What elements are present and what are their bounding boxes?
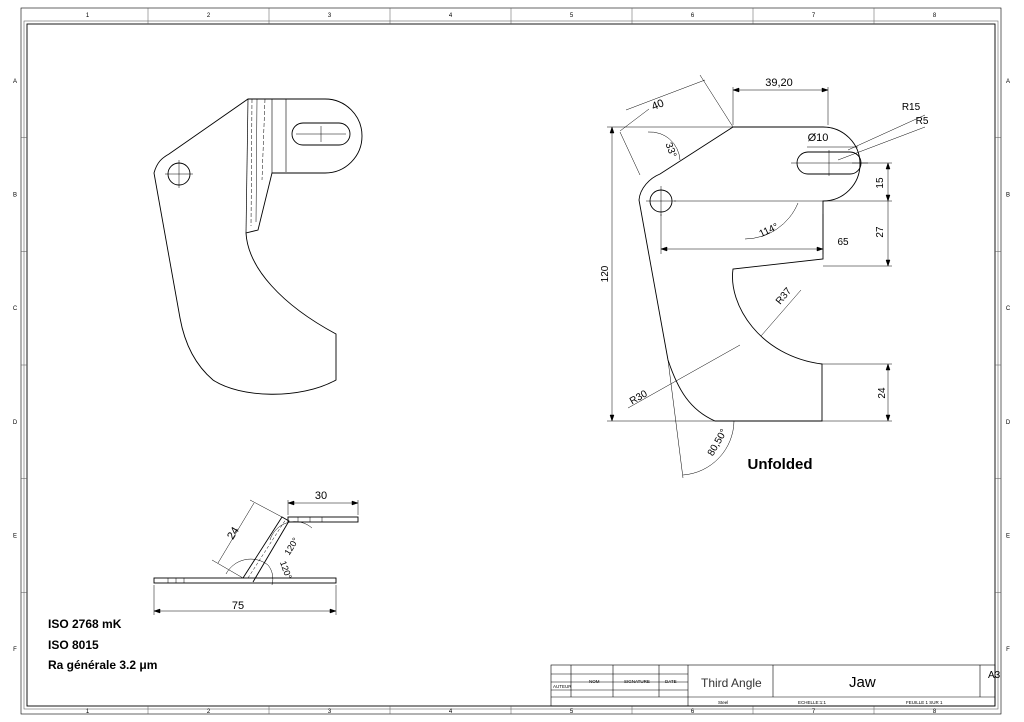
dim-r37: R37 [774,286,795,307]
zone-label-bottom-3: 3 [328,709,332,715]
side-view [153,98,363,395]
zone-label-top-6: 6 [691,13,695,19]
dim-24-front: 24 [225,525,242,542]
zone-label-right-E: E [1006,534,1010,540]
front-view-dimensions [153,499,359,615]
note-iso-8015: ISO 8015 [48,638,99,652]
zone-label-top-2: 2 [207,13,211,19]
zone-label-left-C: C [13,306,18,312]
zone-ticks [21,8,1001,714]
dim-80-50-deg: 80,50° [706,427,730,458]
zone-label-top-1: 1 [86,13,90,19]
title-block-scale: ECHELLE:1:1 [798,700,827,705]
unfolded-view [638,126,868,422]
note-roughness: Ra générale 3.2 μm [48,658,158,672]
zone-label-right-D: D [1006,420,1011,426]
title-block-projection: Third Angle [701,676,762,690]
zone-label-bottom-6: 6 [691,709,695,715]
front-view-web [242,516,290,583]
dim-120: 120 [600,265,611,282]
front-view-flange [287,516,359,523]
dim-75: 75 [232,600,244,612]
zone-label-top-3: 3 [328,13,332,19]
dim-120-upper: 120° [282,536,301,557]
dim-114-deg: 114° [758,222,781,240]
dim-27: 27 [875,226,886,238]
dim-40: 40 [650,97,666,113]
title-block-sheet-size: A3 [988,670,1001,681]
zone-label-left-E: E [13,534,17,540]
zone-label-bottom-5: 5 [570,709,574,715]
title-block-frame [550,664,996,707]
note-tolerance: ISO 2768 mK [48,617,122,631]
front-view-base [153,577,337,584]
title-block-date: DATE [665,679,677,684]
unfolded-outline [638,126,861,422]
zone-label-top-7: 7 [812,13,816,19]
title-block-material: Steel [718,700,729,705]
zone-label-bottom-1: 1 [86,709,90,715]
dim-r30: R30 [628,388,650,407]
dim-39-20: 39,20 [765,77,793,89]
zone-label-right-F: F [1006,647,1010,653]
dim-15: 15 [875,177,886,189]
unfolded-caption: Unfolded [748,456,813,473]
zone-label-left-B: B [13,193,17,199]
zone-label-bottom-7: 7 [812,709,816,715]
zone-label-left-F: F [13,647,17,653]
side-view-outline [153,98,363,395]
dim-30: 30 [315,490,327,502]
front-view [153,516,359,584]
title-block-auteur: AUTEUR [553,684,572,689]
zone-label-left-D: D [13,420,18,426]
dim-24: 24 [877,387,888,399]
zone-label-top-8: 8 [933,13,937,19]
dim-r5: R5 [916,116,929,127]
unfolded-slot [796,151,862,175]
dim-r15: R15 [902,102,921,113]
dim-65: 65 [837,237,849,248]
dimension-labels: 75 30 24 120° 120° 39,20 40 33° Ø10 R15 … [225,77,929,612]
title-block-nom: NOM [589,679,600,684]
dim-33-deg: 33° [663,141,679,159]
drawing-frame [20,7,1002,715]
zone-label-bottom-4: 4 [449,709,453,715]
title-block-signature: SIGNATURE [624,679,650,684]
zone-label-right-A: A [1006,79,1010,85]
zone-label-right-B: B [1006,193,1010,199]
title-block-sheet: FEUILLE 1 SUR 1 [906,700,943,705]
side-view-slot [291,122,351,146]
unfolded-dimensions [607,74,926,479]
zone-label-right-C: C [1006,306,1011,312]
title-block-title: Jaw [849,674,876,691]
dim-hole-diameter: Ø10 [808,132,829,144]
zone-label-top-4: 4 [449,13,453,19]
zone-label-bottom-8: 8 [933,709,937,715]
zone-label-left-A: A [13,79,17,85]
zone-label-bottom-2: 2 [207,709,211,715]
zone-label-top-5: 5 [570,13,574,19]
